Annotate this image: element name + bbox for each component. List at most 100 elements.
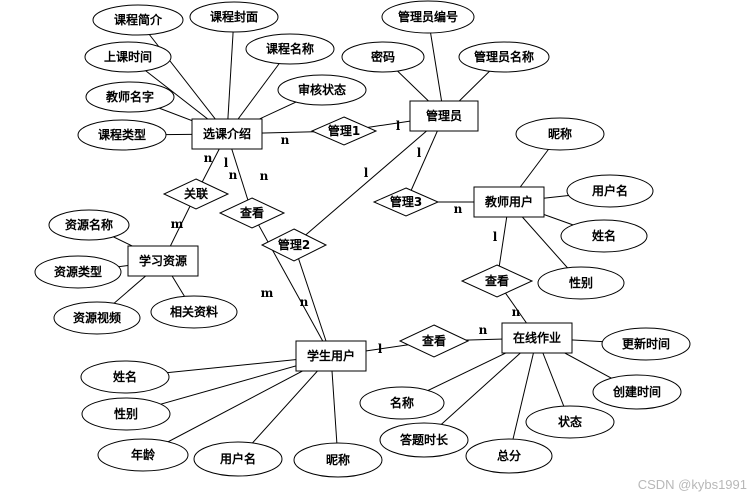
- attribute-label: 审核状态: [298, 82, 346, 97]
- attribute-link: [226, 16, 235, 135]
- attribute-ellipse: [92, 4, 184, 36]
- relationship-diamond: [460, 264, 534, 298]
- relationship-link: [251, 212, 332, 357]
- attribute-ellipse: [193, 441, 283, 477]
- entity-teacher: 教师用户: [473, 186, 545, 218]
- cardinality-label: n: [281, 133, 290, 147]
- attribute-label: 创建时间: [612, 384, 661, 399]
- attribute-label: 课程简介: [114, 12, 163, 27]
- attribute-a-s-user: 用户名: [193, 441, 283, 477]
- attribute-ellipse: [80, 360, 170, 394]
- watermark: CSDN @kybs1991: [637, 477, 747, 492]
- attribute-a-res-doc: 相关资料: [150, 295, 238, 329]
- attribute-ellipse: [359, 386, 445, 420]
- attribute-link: [137, 19, 228, 135]
- attribute-label: 更新时间: [622, 336, 670, 351]
- relationship-r-admin3: 管理3: [372, 187, 440, 217]
- attribute-label: 状态: [558, 414, 582, 429]
- attribute-label: 用户名: [591, 183, 628, 198]
- attribute-ellipse: [525, 405, 615, 439]
- attribute-a-admin-name: 管理员名称: [458, 41, 550, 73]
- attribute-label: 课程类型: [98, 127, 146, 142]
- attribute-a-hw-create: 创建时间: [592, 374, 682, 410]
- entity-label: 管理员: [426, 108, 462, 123]
- attribute-link: [142, 355, 332, 456]
- entity-box: [127, 245, 199, 277]
- entity-resource: 学习资源: [127, 245, 199, 277]
- cardinality-label: m: [171, 217, 184, 231]
- entity-label: 学生用户: [307, 348, 355, 363]
- relationship-label: 管理2: [278, 237, 310, 252]
- relationship-diamond: [398, 324, 470, 358]
- attribute-label: 总分: [497, 448, 521, 463]
- attribute-a-password: 密码: [341, 41, 425, 73]
- cardinality-label: l: [378, 342, 383, 356]
- relationship-label: 查看: [239, 205, 264, 220]
- cardinality-label: l: [417, 146, 422, 160]
- attribute-a-hw-score: 总分: [465, 438, 553, 474]
- attribute-ellipse: [150, 295, 238, 329]
- attribute-ellipse: [458, 41, 550, 73]
- attribute-ellipse: [379, 422, 469, 458]
- attribute-ellipse: [85, 81, 175, 113]
- cardinality-label: n: [479, 323, 488, 337]
- entity-homework: 在线作业: [501, 322, 573, 354]
- attribute-a-course-cover: 课程封面: [189, 1, 279, 33]
- attribute-label: 答题时长: [400, 432, 449, 447]
- relationship-r-view-teacher: 查看: [460, 264, 534, 298]
- attribute-ellipse: [341, 41, 425, 73]
- relationship-r-assoc: 关联: [162, 178, 230, 210]
- cardinality-label: n: [229, 168, 238, 182]
- attribute-label: 课程封面: [210, 9, 258, 24]
- relationship-diamond: [372, 187, 440, 217]
- attribute-ellipse: [592, 374, 682, 410]
- cardinality-label: l: [493, 230, 498, 244]
- cardinality-label: n: [204, 151, 213, 165]
- attribute-label: 性别: [113, 406, 138, 421]
- entity-label: 在线作业: [513, 330, 561, 345]
- relationship-label: 管理3: [390, 194, 422, 209]
- entity-box: [295, 340, 367, 372]
- entity-course: 选课介绍: [191, 118, 263, 150]
- attribute-ellipse: [465, 438, 553, 474]
- entity-box: [473, 186, 545, 218]
- attribute-a-course-name: 课程名称: [245, 33, 335, 65]
- attribute-ellipse: [560, 219, 648, 253]
- attribute-ellipse: [48, 209, 130, 241]
- cardinality-label: n: [300, 295, 309, 309]
- attribute-a-hw-name: 名称: [359, 386, 445, 420]
- relationship-r-admin1: 管理1: [310, 116, 378, 146]
- attribute-ellipse: [381, 0, 475, 34]
- attribute-a-course-intro: 课程简介: [92, 4, 184, 36]
- entity-box: [191, 118, 263, 150]
- attribute-label: 年龄: [131, 447, 156, 462]
- attribute-link: [423, 337, 538, 441]
- relationship-link: [293, 244, 332, 357]
- cardinality-label: m: [261, 286, 274, 300]
- attribute-a-res-type: 资源类型: [34, 255, 122, 289]
- relationship-label: 关联: [184, 186, 208, 201]
- relationship-r-view-hw: 查看: [398, 324, 470, 358]
- attribute-label: 昵称: [548, 126, 572, 141]
- attribute-a-course-type: 课程类型: [77, 119, 167, 151]
- attribute-a-res-video: 资源视频: [53, 301, 141, 335]
- attribute-a-review: 审核状态: [277, 74, 367, 106]
- attribute-ellipse: [53, 301, 141, 335]
- attribute-label: 管理员名称: [474, 49, 534, 64]
- relationship-r-view-course: 查看: [218, 197, 286, 229]
- attribute-ellipse: [566, 174, 654, 208]
- attribute-label: 姓名: [113, 369, 137, 384]
- attribute-ellipse: [245, 33, 335, 65]
- attribute-a-t-gender: 性别: [537, 266, 625, 300]
- attribute-a-res-name: 资源名称: [48, 209, 130, 241]
- attribute-a-s-gender: 性别: [81, 397, 171, 431]
- entity-label: 选课介绍: [203, 126, 251, 141]
- attribute-ellipse: [277, 74, 367, 106]
- attribute-label: 资源类型: [54, 264, 102, 279]
- attribute-label: 资源名称: [65, 217, 113, 232]
- attribute-ellipse: [81, 397, 171, 431]
- cardinality-label: n: [260, 169, 269, 183]
- attribute-label: 课程名称: [266, 41, 314, 56]
- attribute-label: 教师名字: [105, 89, 154, 104]
